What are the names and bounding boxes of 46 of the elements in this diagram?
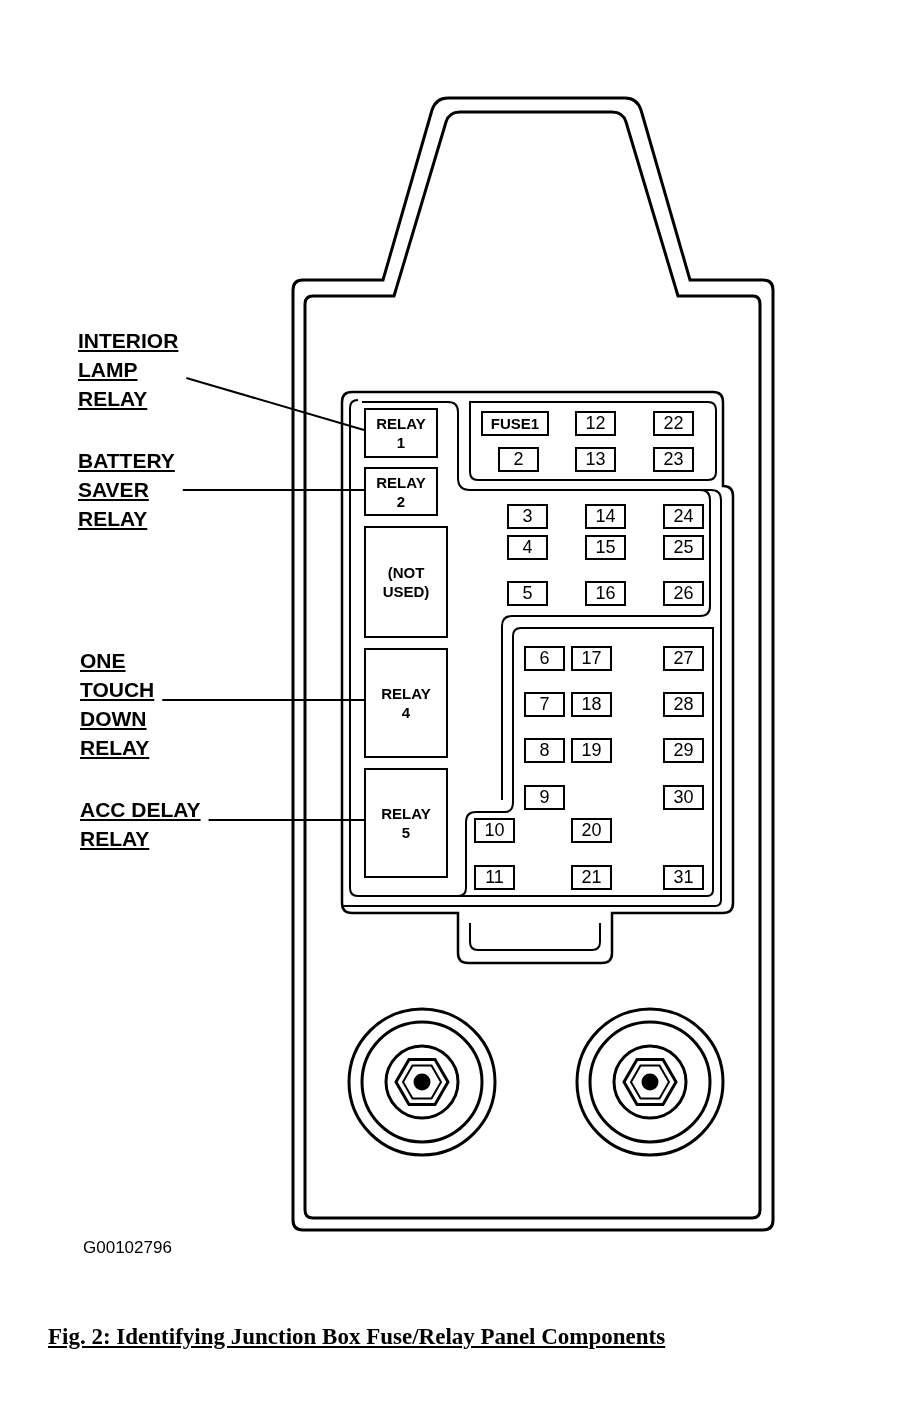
fuse-box: 12 — [575, 411, 616, 436]
fuse-box: 10 — [474, 818, 515, 843]
relay-box: RELAY 2 — [364, 467, 438, 516]
fuse-box: 20 — [571, 818, 612, 843]
leader-line — [185, 377, 365, 431]
callout-label: ONE TOUCH DOWN RELAY — [80, 646, 190, 762]
fuse-box: 2 — [498, 447, 539, 472]
figure-caption: Fig. 2: Identifying Junction Box Fuse/Relay Panel Components — [48, 1324, 666, 1350]
fuse-box: 7 — [524, 692, 565, 717]
fuse-box: 16 — [585, 581, 626, 606]
fuse-box: 25 — [663, 535, 704, 560]
fuse-box: FUSE1 — [481, 411, 549, 436]
callout-label: BATTERY SAVER RELAY — [78, 446, 190, 533]
fuse-box: 17 — [571, 646, 612, 671]
fuse-box: 14 — [585, 504, 626, 529]
fuse-box: 21 — [571, 865, 612, 890]
fuse-box: 9 — [524, 785, 565, 810]
callout-label: ACC DELAY RELAY — [80, 795, 225, 853]
fuse-box: 26 — [663, 581, 704, 606]
fuse-box: 30 — [663, 785, 704, 810]
fuse-box: 29 — [663, 738, 704, 763]
fuse-box: 5 — [507, 581, 548, 606]
figure-code: G00102796 — [83, 1238, 172, 1258]
fuse-box: 11 — [474, 865, 515, 890]
fuse-box: 3 — [507, 504, 548, 529]
fuse-box: 6 — [524, 646, 565, 671]
callout-label: INTERIOR LAMP RELAY — [78, 326, 190, 413]
fuse-box: 19 — [571, 738, 612, 763]
fuse-box: 4 — [507, 535, 548, 560]
fuse-box: 24 — [663, 504, 704, 529]
fuse-box: 8 — [524, 738, 565, 763]
leader-line — [161, 699, 365, 701]
relay-box: RELAY 1 — [364, 408, 438, 458]
fuse-box: 23 — [653, 447, 694, 472]
relay-box: RELAY 4 — [364, 648, 448, 758]
relay-box: RELAY 5 — [364, 768, 448, 878]
leader-line — [207, 819, 365, 821]
fuse-box: 27 — [663, 646, 704, 671]
fuse-box: 18 — [571, 692, 612, 717]
fuse-box: 28 — [663, 692, 704, 717]
leader-line — [181, 489, 365, 491]
fuse-box: 13 — [575, 447, 616, 472]
fuse-box: 22 — [653, 411, 694, 436]
fuse-box: 31 — [663, 865, 704, 890]
relay-box: (NOT USED) — [364, 526, 448, 638]
fuse-box: 15 — [585, 535, 626, 560]
